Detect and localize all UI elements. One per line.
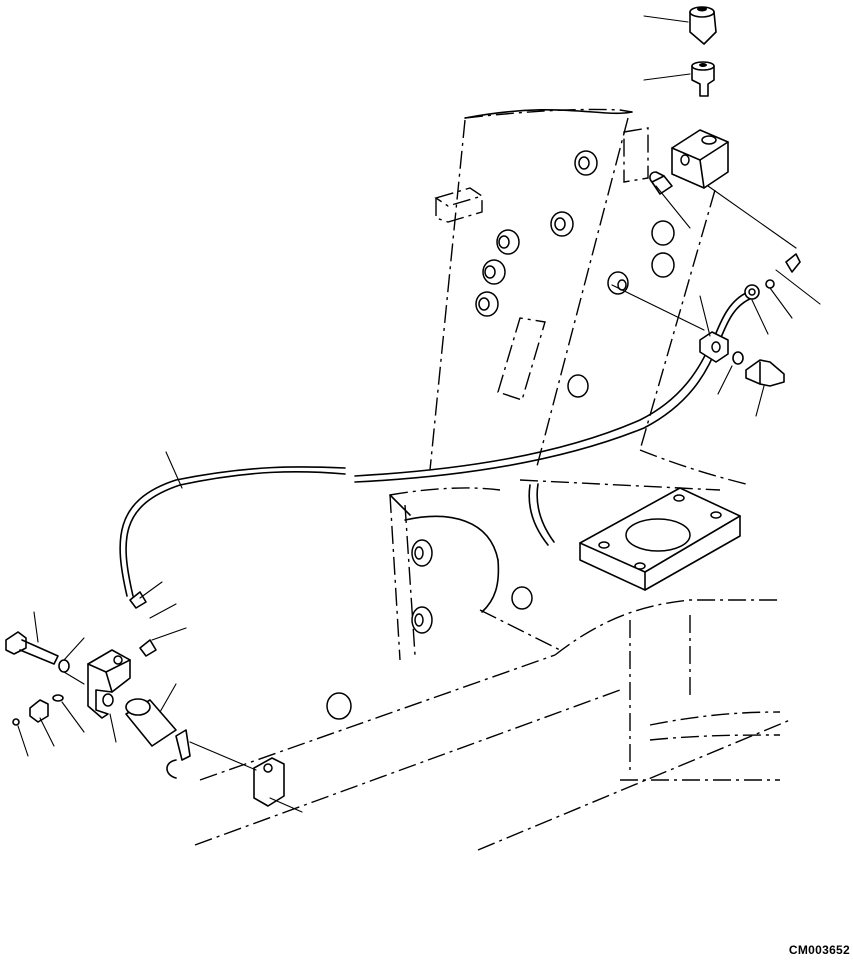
callout-leaders	[18, 16, 820, 812]
tube-clamp-right	[700, 254, 800, 386]
lower-grease-block	[6, 592, 284, 806]
plate-bosses	[327, 151, 674, 719]
upper-grease-block	[650, 7, 728, 195]
flange-plate	[580, 488, 740, 590]
drawing-code-label: CM003652	[788, 943, 850, 957]
plate-brackets	[436, 128, 648, 400]
grease-tube	[120, 292, 752, 596]
machine-frame	[195, 109, 790, 850]
